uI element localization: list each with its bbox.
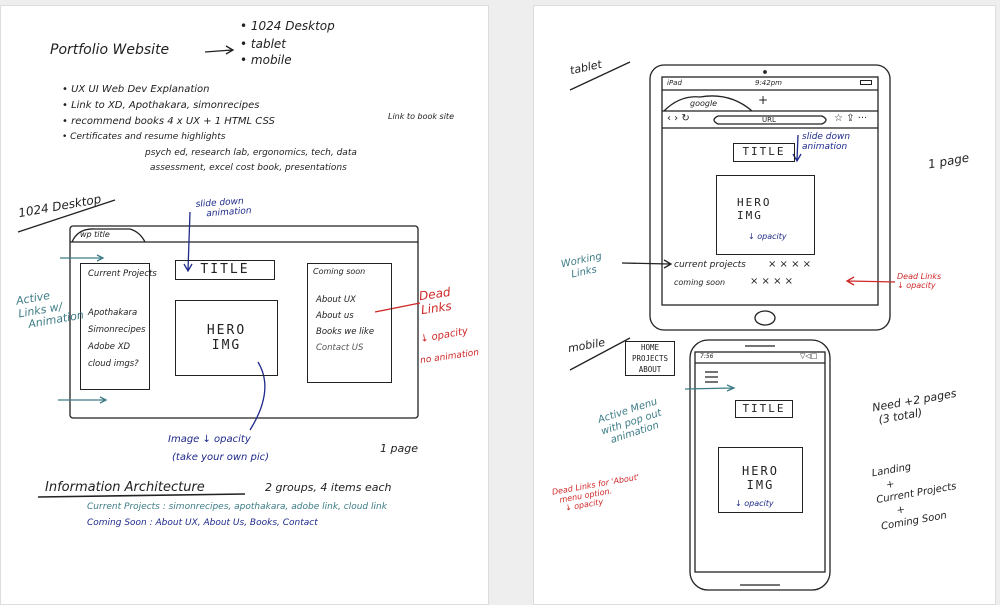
title-box: TITLE — [175, 260, 275, 280]
annotation: ↓ opacity — [748, 232, 787, 241]
status-time: 9:42pm — [755, 79, 782, 87]
coming-soon-link[interactable]: Books we like — [316, 327, 375, 337]
ia-title: Information Architecture — [45, 480, 205, 495]
bullet: • Link to XD, Apothakara, simonrecipes — [62, 100, 260, 111]
tablet-frame — [649, 64, 891, 331]
platform-item: • tablet — [240, 37, 287, 51]
status-time: 7:56 — [700, 353, 714, 360]
title-box: TITLE — [735, 400, 793, 418]
group-title: Current Projects — [88, 269, 157, 279]
annotation: (take your own pic) — [172, 452, 270, 463]
ia-current: Current Projects : simonrecipes, apothak… — [87, 502, 387, 512]
annotation: ↓ opacity — [735, 499, 774, 508]
current-projects-link[interactable]: current projects — [674, 260, 746, 270]
highlight-line: psych ed, research lab, ergonomics, tech… — [145, 148, 357, 158]
underline — [37, 493, 246, 498]
title-box: TITLE — [733, 143, 795, 162]
hamburger-icon — [695, 362, 825, 383]
annotation: Image ↓ opacity — [168, 434, 251, 445]
battery-icon — [860, 80, 872, 85]
status-carrier: iPad — [667, 79, 682, 87]
browser-tab — [70, 228, 418, 243]
ia-coming: Coming Soon : About UX, About Us, Books,… — [87, 518, 318, 528]
url-bar — [713, 115, 827, 125]
arrow-icon — [58, 254, 108, 404]
bullet: • recommend books 4 x UX + 1 HTML CSS — [62, 116, 275, 127]
underline — [17, 199, 116, 233]
arrow-icon — [204, 45, 235, 55]
tablet-screen — [661, 76, 879, 306]
platform-item: • 1024 Desktop — [240, 19, 335, 33]
project-link[interactable]: cloud imgs? — [88, 359, 139, 369]
bullet: • Certificates and resume highlights — [62, 132, 226, 142]
url-input[interactable]: URL — [762, 116, 776, 124]
link-placeholders[interactable]: × × × × — [750, 276, 794, 287]
coming-soon-link[interactable]: About us — [316, 311, 354, 321]
left-link-panel — [80, 263, 150, 390]
browser-tab[interactable]: google — [690, 99, 718, 108]
new-tab-button[interactable]: + — [758, 93, 769, 107]
nav-icons[interactable]: ‹ › ↻ — [667, 113, 690, 124]
page-list: Landing+Current Projects+Coming Soon — [870, 461, 958, 533]
project-link[interactable]: Adobe XD — [88, 342, 131, 352]
right-link-panel — [307, 263, 392, 383]
page-count: 1 page — [380, 442, 418, 455]
status-icons: ▽◁□ — [800, 352, 818, 360]
group-title: Coming soon — [313, 267, 366, 276]
browser-frame — [69, 225, 419, 419]
phone-screen — [694, 351, 826, 573]
link-placeholders[interactable]: × × × × — [768, 259, 812, 270]
book-note: Link to book site — [388, 112, 454, 121]
phone-frame — [689, 339, 831, 591]
coming-soon-link[interactable]: coming soon — [674, 278, 726, 287]
coming-soon-link[interactable]: Contact US — [316, 343, 364, 353]
underline — [569, 61, 631, 91]
project-link[interactable]: Simonrecipes — [88, 325, 146, 335]
home-button — [754, 310, 776, 326]
highlight-line: assessment, excel cost book, presentatio… — [150, 163, 347, 173]
platform-item: • mobile — [240, 53, 292, 67]
bullet: • UX UI Web Dev Explanation — [62, 84, 210, 95]
annotation: Dead Links↓ opacity — [897, 272, 942, 291]
toolbar-icons[interactable]: ☆ ⇪ ··· — [834, 113, 868, 124]
underline — [569, 337, 631, 371]
heading: Portfolio Website — [50, 42, 170, 58]
browser-tab-title: wp title — [80, 230, 110, 239]
coming-soon-link[interactable]: About UX — [316, 295, 356, 305]
project-link[interactable]: Apothakara — [88, 308, 138, 318]
ia-summary: 2 groups, 4 items each — [265, 481, 392, 494]
